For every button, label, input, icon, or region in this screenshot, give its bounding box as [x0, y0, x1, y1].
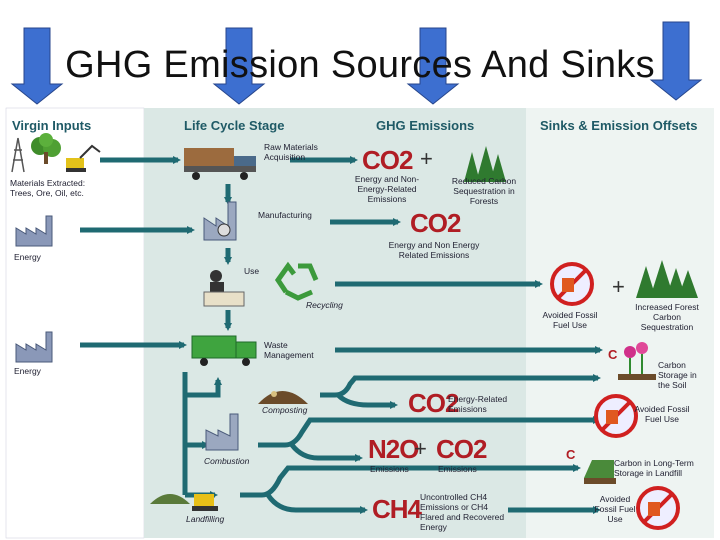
- flower-icon: [618, 342, 656, 380]
- column-life-cycle-stage: Life Cycle Stage: [184, 118, 285, 133]
- label-use: Use: [244, 266, 260, 276]
- co2-label: CO2: [436, 434, 487, 464]
- label-waste-management: Waste Management: [264, 340, 314, 360]
- label-carbon-landfill: Carbon in Long-Term Storage in Landfill: [614, 458, 694, 478]
- label-energy: Energy: [14, 366, 41, 376]
- factory-icon: [205, 413, 239, 451]
- label-n2o-emissions: Emissions: [370, 464, 409, 474]
- bulldozer-icon: [150, 494, 218, 511]
- no-fossil-fuel-icon: [550, 262, 594, 306]
- label-energy-nonenergy: Energy and Non Energy Related Emissions: [388, 240, 480, 260]
- label-energy-related: Energy-Related Emissions: [448, 394, 508, 414]
- flow-branch: [185, 377, 222, 398]
- factory-icon: [203, 201, 237, 241]
- carbon-c-label: C: [566, 447, 576, 462]
- plus-sign: +: [420, 146, 433, 171]
- label-manufacturing: Manufacturing: [258, 210, 312, 220]
- label-reduced-carbon: Reduced Carbon Sequestration in Forests: [451, 176, 517, 206]
- oil-derrick-icon: [11, 137, 25, 173]
- label-landfilling: Landfilling: [186, 514, 225, 524]
- person-icon: [203, 270, 245, 307]
- label-ch4-desc: Uncontrolled CH4 Emissions or CH4 Flared…: [420, 492, 505, 532]
- label-energy: Energy: [14, 252, 41, 262]
- label-avoided-fossil: Avoided Fossil Fuel Use: [542, 310, 598, 330]
- down-arrow-icon: [406, 27, 460, 105]
- carbon-c-label: C: [608, 347, 618, 362]
- log-truck-icon: [184, 148, 256, 180]
- slide-title: GHG Emission Sources And Sinks: [65, 44, 655, 86]
- tree-icon: [31, 133, 61, 164]
- landfill-icon: [584, 460, 616, 484]
- down-arrow-icon: [212, 27, 266, 105]
- factory-icon: [15, 215, 53, 247]
- flow-branch: [320, 374, 601, 398]
- label-materials-extracted: Materials Extracted: Trees, Ore, Oil, et…: [10, 178, 86, 198]
- flow-branch: [265, 493, 368, 514]
- label-co2-emissions: Emissions: [438, 464, 477, 474]
- compost-pile-icon: [258, 391, 308, 404]
- label-energy-nonenergy: Energy and Non-Energy-Related Emissions: [354, 174, 420, 204]
- flow-branch: [290, 443, 363, 462]
- forest-icon: [464, 146, 506, 182]
- column-virgin-inputs: Virgin Inputs: [12, 118, 92, 133]
- label-recycling: Recycling: [306, 300, 343, 310]
- garbage-truck-icon: [191, 335, 257, 366]
- ch4-label: CH4: [372, 494, 422, 524]
- recycle-icon: [274, 261, 319, 301]
- label-avoided-fossil: Avoided Fossil Fuel Use: [594, 494, 636, 524]
- flow-branch: [336, 393, 398, 409]
- label-composting: Composting: [262, 405, 308, 415]
- excavator-icon: [66, 144, 101, 172]
- label-raw-materials: Raw Materials Acquisition: [264, 142, 318, 162]
- flow-branch: [240, 464, 581, 498]
- n2o-label: N2O: [368, 434, 419, 464]
- column-sinks-offsets: Sinks & Emission Offsets: [540, 118, 698, 133]
- label-increased-forest: Increased Forest Carbon Sequestration: [635, 302, 699, 332]
- factory-icon: [15, 331, 53, 363]
- column-ghg-emissions: GHG Emissions: [376, 118, 475, 133]
- label-carbon-soil: Carbon Storage in the Soil: [658, 360, 697, 390]
- down-arrow-icon: [10, 27, 64, 105]
- panel-virgin-inputs: [5, 107, 145, 539]
- co2-label: CO2: [362, 145, 413, 175]
- label-combustion: Combustion: [204, 456, 250, 466]
- forest-icon: [636, 260, 698, 298]
- down-arrow-icon: [649, 21, 703, 101]
- plus-sign: +: [612, 274, 625, 299]
- co2-label: CO2: [410, 208, 461, 238]
- no-fossil-fuel-icon: [594, 394, 638, 438]
- no-fossil-fuel-icon: [636, 486, 680, 530]
- label-avoided-fossil: Avoided Fossil Fuel Use: [634, 404, 690, 424]
- co2-label: CO2: [408, 388, 459, 418]
- plus-sign: +: [414, 436, 427, 461]
- flow-branch: [258, 416, 601, 448]
